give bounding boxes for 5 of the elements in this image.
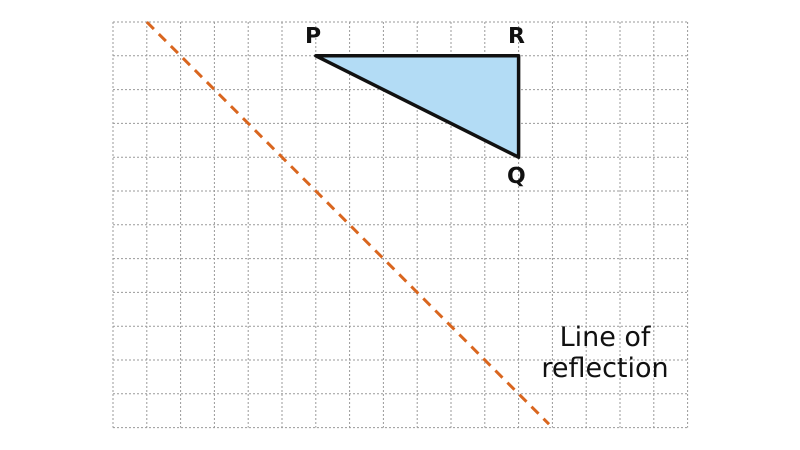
line-label: Line of reflection	[540, 322, 670, 384]
vertex-label: R	[508, 26, 525, 48]
vertex-label: Q	[507, 166, 526, 188]
vertex-label: P	[305, 26, 322, 48]
triangle	[314, 54, 520, 159]
